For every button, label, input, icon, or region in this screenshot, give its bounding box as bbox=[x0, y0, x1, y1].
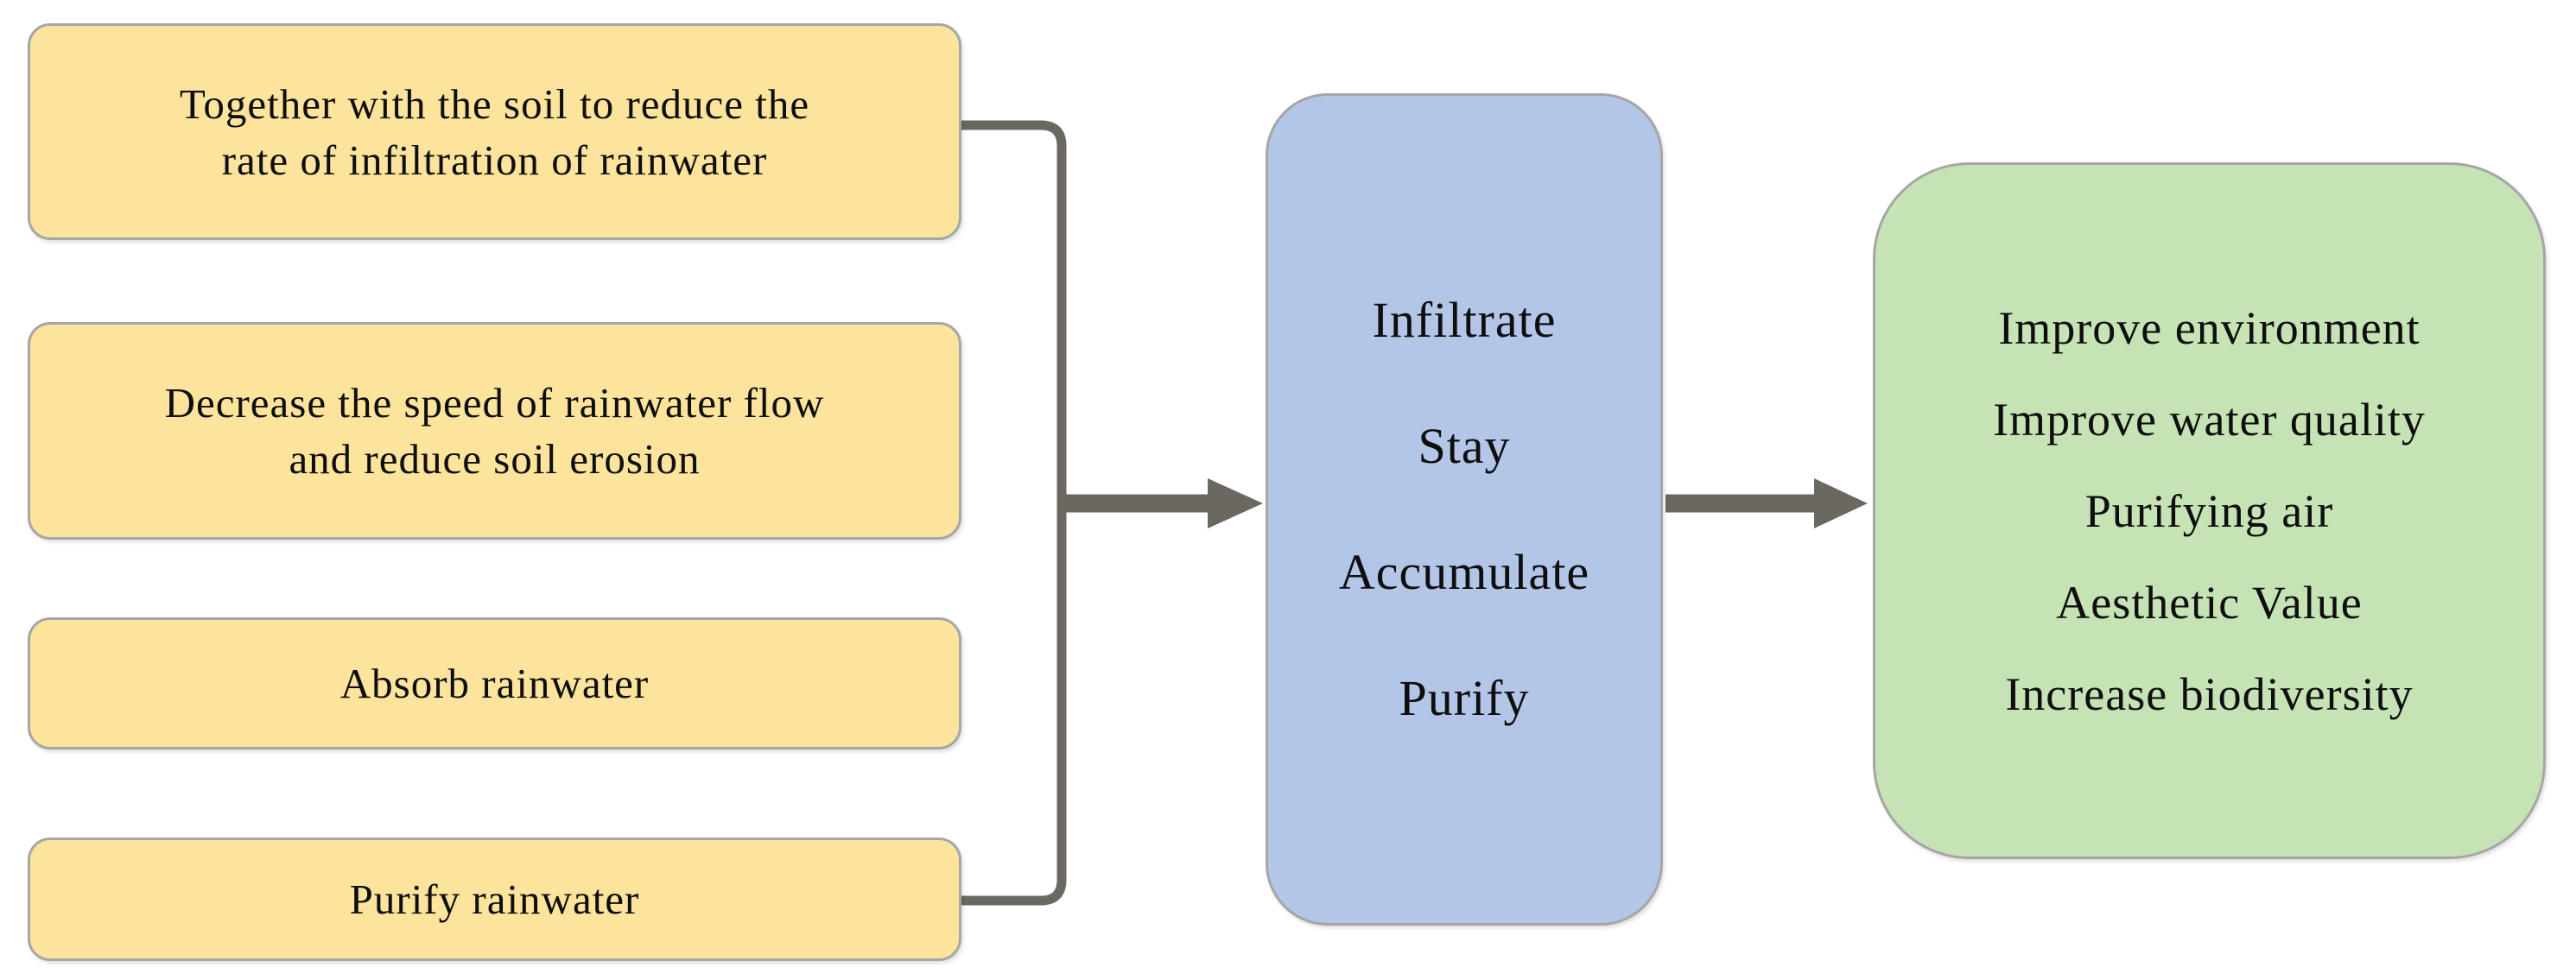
input-box-line: Absorb rainwater bbox=[339, 660, 650, 707]
arrow-process-to-benefits-icon bbox=[1666, 478, 1868, 528]
benefit-item: Improve water quality bbox=[1993, 393, 2426, 446]
benefit-item: Increase biodiversity bbox=[2005, 667, 2414, 720]
process-step: Purify bbox=[1399, 670, 1530, 726]
bracket-connector bbox=[961, 120, 1067, 906]
input-box-line: Purify rainwater bbox=[349, 876, 640, 923]
benefit-item: Aesthetic Value bbox=[2056, 576, 2363, 629]
process-step: Infiltrate bbox=[1372, 292, 1557, 348]
arrow-inputs-to-process-icon bbox=[1062, 478, 1263, 528]
process-box: Infiltrate Stay Accumulate Purify bbox=[1266, 93, 1663, 926]
benefit-item: Purifying air bbox=[2084, 484, 2334, 537]
input-box-line: and reduce soil erosion bbox=[289, 435, 701, 483]
benefit-item: Improve environment bbox=[1998, 301, 2421, 354]
input-box-soil-infiltration: Together with the soil to reduce the rat… bbox=[28, 23, 961, 240]
benefits-box: Improve environment Improve water qualit… bbox=[1873, 162, 2546, 859]
input-box-flow-erosion: Decrease the speed of rainwater flow and… bbox=[28, 322, 961, 540]
process-step: Stay bbox=[1418, 418, 1511, 474]
input-box-line: Together with the soil to reduce the bbox=[179, 79, 810, 128]
process-step: Accumulate bbox=[1338, 544, 1590, 600]
input-box-line: rate of infiltration of rainwater bbox=[221, 136, 768, 184]
input-box-absorb-rainwater: Absorb rainwater bbox=[28, 617, 961, 749]
input-box-line: Decrease the speed of rainwater flow bbox=[164, 379, 825, 427]
input-box-purify-rainwater: Purify rainwater bbox=[28, 838, 961, 961]
